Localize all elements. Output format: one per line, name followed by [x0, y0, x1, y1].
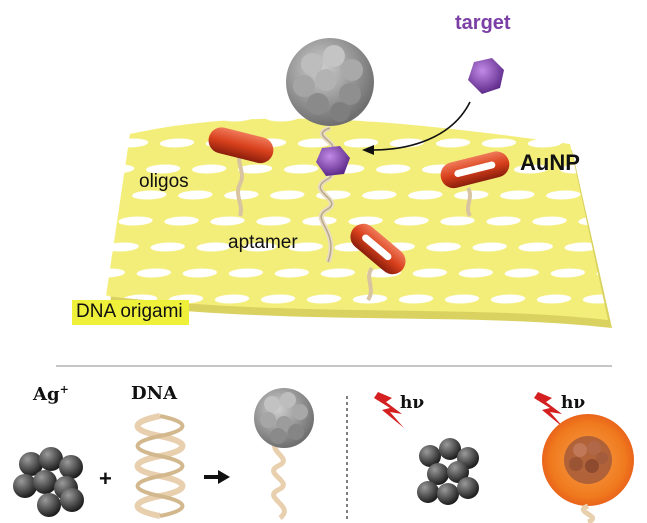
aptamer-strand: [317, 125, 336, 263]
target-label: target: [455, 12, 511, 34]
released-silver-ions: [417, 438, 479, 505]
free-target: [468, 58, 504, 94]
dna-origami-label: DNA origami: [72, 300, 189, 325]
dna-label: DNA: [131, 383, 178, 404]
binding-arrow: [362, 101, 471, 155]
aunp-rod-right: [440, 151, 510, 218]
light-label-2: hν: [561, 393, 586, 413]
aunp-rod-front: [350, 223, 406, 302]
aunp-rod-left: [208, 127, 274, 217]
aunp-label: AuNP: [520, 150, 580, 175]
glowing-cluster: [542, 414, 634, 523]
aptamer-label: aptamer: [228, 232, 298, 253]
lightning-bolt-icon-2: [534, 392, 564, 428]
bound-target: [316, 146, 350, 176]
light-label-1: hν: [400, 393, 425, 413]
dna-silver-cluster-product: [254, 388, 314, 520]
reaction-arrow: [204, 470, 230, 484]
silver-ions: [13, 447, 84, 517]
silver-nanocluster-top: [286, 38, 374, 126]
dna-helix: [134, 413, 186, 519]
plus-sign: +: [99, 466, 112, 491]
ag-ion-label: Ag+: [33, 383, 69, 405]
ag-charge: +: [59, 383, 69, 396]
lightning-bolt-icon: [374, 392, 404, 428]
ag-symbol: Ag: [33, 384, 60, 405]
oligos-label: oligos: [139, 171, 189, 192]
